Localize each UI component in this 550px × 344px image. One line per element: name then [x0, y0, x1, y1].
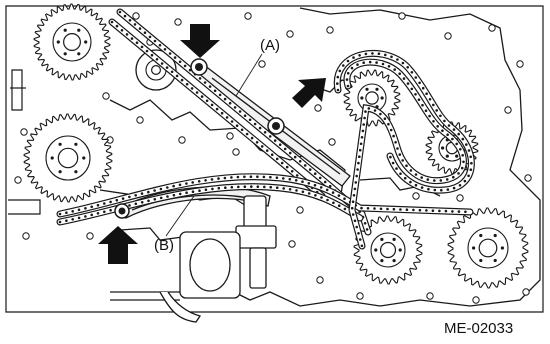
mounting-hole [174, 18, 182, 26]
mounting-hole [444, 32, 452, 40]
idler-pulley [135, 49, 177, 91]
mounting-hole [20, 128, 28, 136]
gears-layer [23, 3, 529, 289]
chain-right-loop [343, 58, 467, 250]
mounting-hole [488, 24, 496, 32]
gear-bottom-right [447, 207, 529, 289]
figure-code: ME-02033 [444, 320, 513, 337]
mounting-hole [258, 60, 266, 68]
label-guide-a: (A) [260, 37, 280, 54]
mounting-hole [288, 240, 296, 248]
diagonal-arrow-icon [292, 78, 326, 108]
mounting-hole [516, 60, 524, 68]
mounting-hole [504, 106, 512, 114]
mounting-holes [14, 12, 532, 304]
chain-lower-return [56, 183, 364, 226]
gear-mid-left [23, 113, 113, 203]
mounting-hole [86, 232, 94, 240]
up-arrow-icon [98, 226, 138, 264]
left-bracket [8, 69, 41, 215]
mounting-hole [472, 296, 480, 304]
mounting-hole [226, 132, 234, 140]
bolt-lower [114, 203, 130, 219]
mounting-hole [328, 138, 336, 146]
mounting-hole [178, 136, 186, 144]
timing-chains [56, 8, 475, 250]
mounting-hole [522, 288, 530, 296]
mounting-hole [412, 192, 420, 200]
mounting-hole [426, 292, 434, 300]
mounting-hole [524, 174, 532, 182]
mounting-hole [296, 206, 304, 214]
leader-lines [165, 53, 263, 237]
mounting-hole [14, 176, 22, 184]
bolt-upper [190, 58, 208, 76]
mounting-hole [244, 12, 252, 20]
mounting-hole [136, 116, 144, 124]
chain-right-outer [333, 49, 475, 194]
mounting-hole [232, 148, 240, 156]
mounting-hole [286, 30, 294, 38]
bolt-middle [267, 117, 285, 135]
mounting-hole [22, 232, 30, 240]
mounting-hole [314, 104, 322, 112]
mounting-hole [356, 292, 364, 300]
sprocket-upper-right [343, 69, 401, 127]
oil-pump-housing [110, 231, 241, 323]
label-guide-b: (B) [154, 237, 174, 254]
gear-top-left [33, 3, 111, 81]
mounting-hole [456, 194, 464, 202]
mounting-hole [398, 12, 406, 20]
chain-cam-left-return [108, 18, 326, 200]
border-frame [5, 5, 544, 313]
down-arrow-icon [180, 24, 220, 58]
mounting-hole [326, 26, 334, 34]
mounting-hole [102, 92, 110, 100]
mounting-hole [316, 276, 324, 284]
chain-lower [56, 173, 474, 218]
mounting-hole [132, 12, 140, 20]
